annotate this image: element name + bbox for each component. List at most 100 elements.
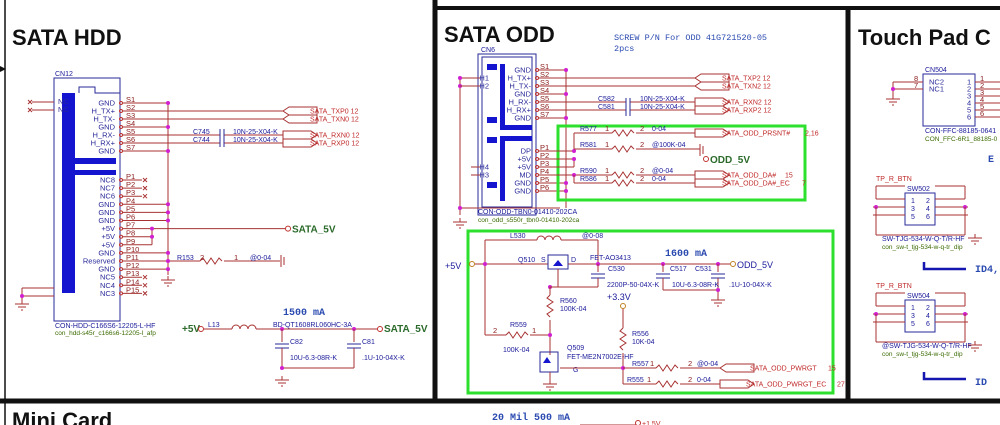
connector-shell [500,136,505,201]
odd-part-number: CON-ODD-TBN0-01410-202CA [478,209,578,216]
pin-number: 1 [234,253,238,262]
net-port [694,97,730,107]
odd-pin-name: GND [514,114,531,123]
hdd-pin-number: P9 [126,237,135,246]
r559-ref: R559 [510,322,527,329]
pin-number: 2 [640,166,644,175]
junction-dot [564,92,568,96]
power-port [635,420,641,425]
odd-pin-number: S2 [540,70,549,79]
connector-shell [500,64,505,129]
junction-dot [150,234,154,239]
r577-ref: R577 [580,126,597,133]
hdd-pin-number: P14 [126,277,139,286]
hdd-pin-number: P6 [126,213,135,222]
hdd-pin-name: +5V [101,224,115,233]
touchpad-connector-refdes: CN504 [925,67,947,74]
odd-section-title: SATA ODD [444,22,555,47]
c517-value: 10U-6.3-08R-K [672,282,719,289]
hdd-side-pin-label: NC [58,97,69,106]
odd-pin-name: H_TX- [509,82,531,91]
net-port [694,81,730,91]
screw-note-qty: 2pcs [614,44,634,54]
switch-part-number: @SW-TJG-534-W-Q-T/R-HF [882,343,972,350]
hdd-pin-name: GND [98,265,115,274]
odd-pin-number: P1 [540,143,549,152]
connector-outline [78,86,120,94]
junction-dot [716,288,720,292]
net-port [694,73,730,83]
hdd-pin-number: S7 [126,143,135,152]
hdd-pin-number: P12 [126,261,139,270]
r153-value: @0-04 [250,255,271,262]
tp-pin-number-inside: 6 [967,113,971,122]
odd-hole-label: H2 [479,82,489,91]
odd-5v-output: ODD_5V [737,260,773,270]
hdd-net-label: SATA_RXN0 12 [310,133,360,140]
minicard-current-note: 20 Mil 500 mA [492,412,570,424]
junction-dot [548,333,552,337]
r555-ref: R555 [627,377,644,384]
odd-connector-body [477,53,537,216]
odd-5v-input: +5V [445,261,461,271]
tp-pin-number-inside: 4 [967,99,971,108]
resistor-symbol [611,129,635,137]
resistor-symbol [611,179,635,187]
switch-pin-number: 5 [911,214,915,221]
odd-pin-name: GND [514,66,531,75]
r560-symbol [546,294,554,318]
net-port [694,128,730,138]
odd-pin-name: H_TX+ [507,74,531,83]
switch-pin-number: 2 [926,305,930,312]
switch-pin-number: 1 [911,198,915,205]
touchpad-part-number: CON-FFC-88185-0641 [925,128,996,135]
odd-pin-name: GND [514,187,531,196]
hdd-pin-name: GND [98,147,115,156]
pwrgt-net: SATA_ODD_PWRGT [750,366,817,373]
hdd-pin-number: P3 [126,188,135,197]
power-port [469,261,475,267]
hdd-pin-name: GND [98,200,115,209]
l13-value: BD-QT1608RL060HC-3A [273,322,352,329]
net-port [719,363,755,373]
power-port [377,326,383,332]
junction-dot [458,76,462,80]
switch-footprint: con_sw-t_tjg-534-w-q-tr_dip [882,244,963,251]
no-connect-mark [142,282,148,288]
net-port [719,379,755,389]
r560-ref: R560 [560,298,577,305]
r556-ref: R556 [632,331,649,338]
r581-value: @100K-04 [652,142,686,149]
no-connect-mark [142,177,148,183]
hdd-sata-5v-output: SATA_5V [384,324,428,335]
junction-dot [150,226,154,231]
q509-gate: G [573,367,578,374]
net-port [282,114,318,124]
hdd-connector-body [53,77,121,322]
junction-dot [166,210,170,215]
hdd-net-label: SATA_TXN0 12 [310,117,359,124]
tp-pin-number: 6 [980,109,984,118]
hdd-pin-name: GND [98,99,115,108]
hdd-pin-number: P5 [126,204,135,213]
tp-pin-number-inside: 5 [967,106,971,115]
hdd-net-label: SATA_RXP0 12 [310,141,359,148]
odd-pin-number: P3 [540,159,549,168]
junction-dot [166,149,170,153]
hdd-cap-ref: C745 [193,129,210,136]
resistor-symbol [611,145,635,153]
hdd-cap-value: 10N-25-X04-K [233,137,278,144]
r590-ref: R590 [580,168,597,175]
pin-number: 1 [605,124,609,133]
switch-pin-number: 4 [926,206,930,213]
odd-net-label: SATA_RXP2 12 [722,108,771,115]
junction-dot [280,366,284,370]
odd-cap-ref: C581 [598,104,615,111]
hdd-part-number: CON-HDD-C166S6-12205-L-HF [55,323,155,330]
tp-pin-number-inside: 1 [967,78,971,87]
hdd-section-title: SATA HDD [12,25,122,50]
pin-number: 2 [640,174,644,183]
junction-dot [166,101,170,105]
